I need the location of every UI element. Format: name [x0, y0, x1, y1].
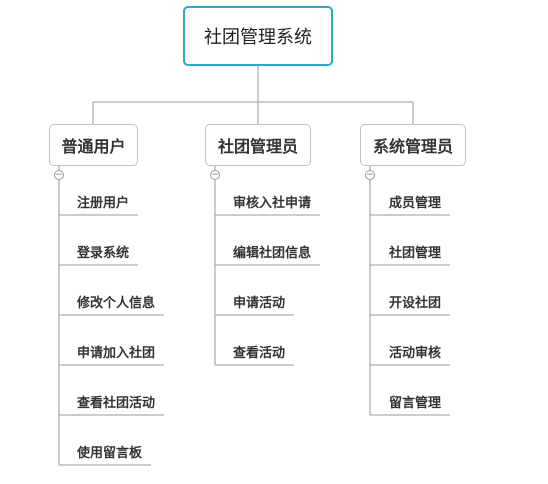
leaf-node[interactable]: 查看社团活动 [77, 396, 156, 411]
root-node[interactable]: 社团管理系统 [183, 6, 333, 66]
leaf-node[interactable]: 使用留言板 [77, 446, 143, 461]
leaf-node[interactable]: 登录系统 [77, 246, 130, 261]
leaf-node[interactable]: 活动审核 [389, 346, 442, 361]
leaf-node[interactable]: 查看活动 [233, 346, 286, 361]
branch-node-club-admin[interactable]: 社团管理员 [205, 124, 311, 166]
leaf-node[interactable]: 修改个人信息 [77, 296, 156, 311]
branch-label: 普通用户 [61, 137, 126, 156]
leaf-node[interactable]: 开设社团 [389, 296, 442, 311]
leaf-node[interactable]: 编辑社团信息 [233, 246, 312, 261]
root-label: 社团管理系统 [204, 27, 312, 48]
leaf-node[interactable]: 审核入社申请 [233, 196, 312, 211]
leaf-node[interactable]: 社团管理 [389, 246, 442, 261]
collapse-toggle-icon[interactable]: − [54, 170, 64, 180]
leaf-node[interactable]: 成员管理 [389, 196, 442, 211]
collapse-toggle-icon[interactable]: − [210, 170, 220, 180]
leaf-node[interactable]: 注册用户 [77, 196, 130, 211]
leaf-node[interactable]: 申请加入社团 [77, 346, 156, 361]
leaf-node[interactable]: 申请活动 [233, 296, 286, 311]
branch-label: 社团管理员 [217, 137, 298, 156]
collapse-toggle-icon[interactable]: − [365, 170, 375, 180]
branch-label: 系统管理员 [372, 137, 453, 156]
branch-node-system-admin[interactable]: 系统管理员 [360, 124, 466, 166]
branch-node-regular-user[interactable]: 普通用户 [49, 124, 138, 166]
leaf-node[interactable]: 留言管理 [389, 396, 442, 411]
